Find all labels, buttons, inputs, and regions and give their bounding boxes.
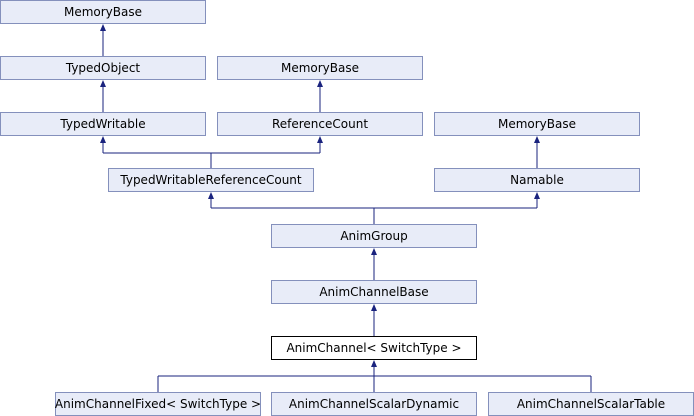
node-label: AnimChannelScalarTable: [517, 397, 665, 411]
node-animchannelbase[interactable]: AnimChannelBase: [271, 280, 477, 304]
node-animchannelscalartable[interactable]: AnimChannelScalarTable: [488, 392, 694, 416]
node-typedwritablereferencecount[interactable]: TypedWritableReferenceCount: [108, 168, 314, 192]
node-label: TypedWritableReferenceCount: [119, 173, 302, 187]
node-label: AnimChannelFixed< SwitchType >: [55, 397, 261, 411]
arrowhead: [371, 248, 377, 255]
edges: [100, 24, 592, 392]
node-label: Namable: [510, 173, 564, 187]
node-label: TypedWritable: [59, 117, 145, 131]
node-label: AnimChannel< SwitchType >: [286, 341, 461, 355]
node-animgroup[interactable]: AnimGroup: [271, 224, 477, 248]
node-label: AnimChannelScalarDynamic: [289, 397, 459, 411]
edge-animgroup-parents: [210, 198, 538, 224]
node-label: AnimGroup: [340, 229, 407, 243]
node-label: MemoryBase: [281, 61, 359, 75]
arrowhead: [208, 192, 214, 199]
node-memorybase-1[interactable]: MemoryBase: [0, 0, 206, 24]
arrowhead: [534, 192, 540, 199]
edge-twrc-parents: [102, 142, 321, 168]
node-namable[interactable]: Namable: [434, 168, 640, 192]
arrowhead: [100, 24, 106, 31]
node-memorybase-3[interactable]: MemoryBase: [434, 112, 640, 136]
node-memorybase-2[interactable]: MemoryBase: [217, 56, 423, 80]
node-label: MemoryBase: [64, 5, 142, 19]
node-animchannel-current: AnimChannel< SwitchType >: [271, 336, 477, 360]
node-label: TypedObject: [65, 61, 141, 75]
node-animchannelscalardynamic[interactable]: AnimChannelScalarDynamic: [271, 392, 477, 416]
node-label: MemoryBase: [498, 117, 576, 131]
arrowhead: [371, 360, 377, 367]
node-label: AnimChannelBase: [319, 285, 428, 299]
edge-children-animchannel: [157, 366, 592, 392]
node-typedobject[interactable]: TypedObject: [0, 56, 206, 80]
node-referencecount[interactable]: ReferenceCount: [217, 112, 423, 136]
arrowhead: [371, 304, 377, 311]
node-typedwritable[interactable]: TypedWritable: [0, 112, 206, 136]
node-animchannelfixed[interactable]: AnimChannelFixed< SwitchType >: [55, 392, 261, 416]
node-label: ReferenceCount: [272, 117, 368, 131]
arrowhead: [317, 80, 323, 87]
arrowhead: [317, 136, 323, 143]
arrowhead: [534, 136, 540, 143]
arrowhead: [100, 136, 106, 143]
arrowhead: [100, 80, 106, 87]
